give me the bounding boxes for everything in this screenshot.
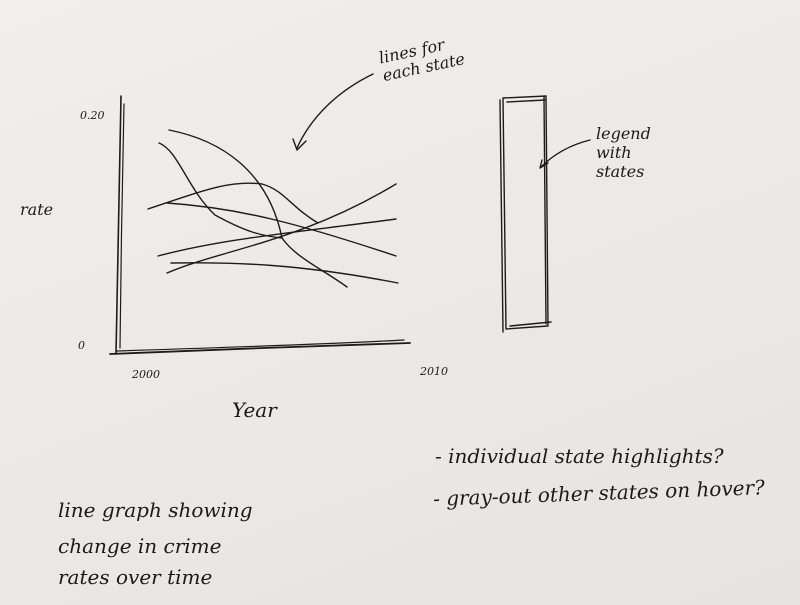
caption-line-2: change in crime bbox=[58, 534, 222, 558]
state-line-2 bbox=[158, 142, 283, 239]
state-line-6 bbox=[166, 183, 397, 274]
y-max-label: 0.20 bbox=[80, 109, 105, 122]
y-axis-label: rate bbox=[20, 200, 54, 219]
x-axis-label: Year bbox=[232, 398, 277, 422]
state-lines bbox=[147, 129, 399, 288]
y-axis bbox=[115, 95, 125, 355]
x-start-label: 2000 bbox=[132, 368, 160, 381]
state-line-7 bbox=[170, 262, 399, 284]
caption-line-3: rates over time bbox=[58, 565, 213, 589]
legend-box bbox=[499, 95, 552, 333]
state-line-4 bbox=[166, 202, 397, 257]
y-min-label: 0 bbox=[78, 339, 85, 352]
state-line-5 bbox=[157, 218, 397, 257]
arrow-to-legend bbox=[539, 139, 591, 169]
caption-line-1: line graph showing bbox=[58, 498, 253, 522]
annotation-legend: legend with states bbox=[596, 124, 651, 182]
x-end-label: 2010 bbox=[420, 365, 448, 378]
state-line-1 bbox=[168, 129, 348, 288]
state-line-3 bbox=[147, 182, 319, 224]
arrow-to-lines bbox=[292, 73, 374, 151]
note-individual-highlight: - individual state highlights? bbox=[435, 444, 724, 468]
x-axis bbox=[109, 339, 411, 355]
